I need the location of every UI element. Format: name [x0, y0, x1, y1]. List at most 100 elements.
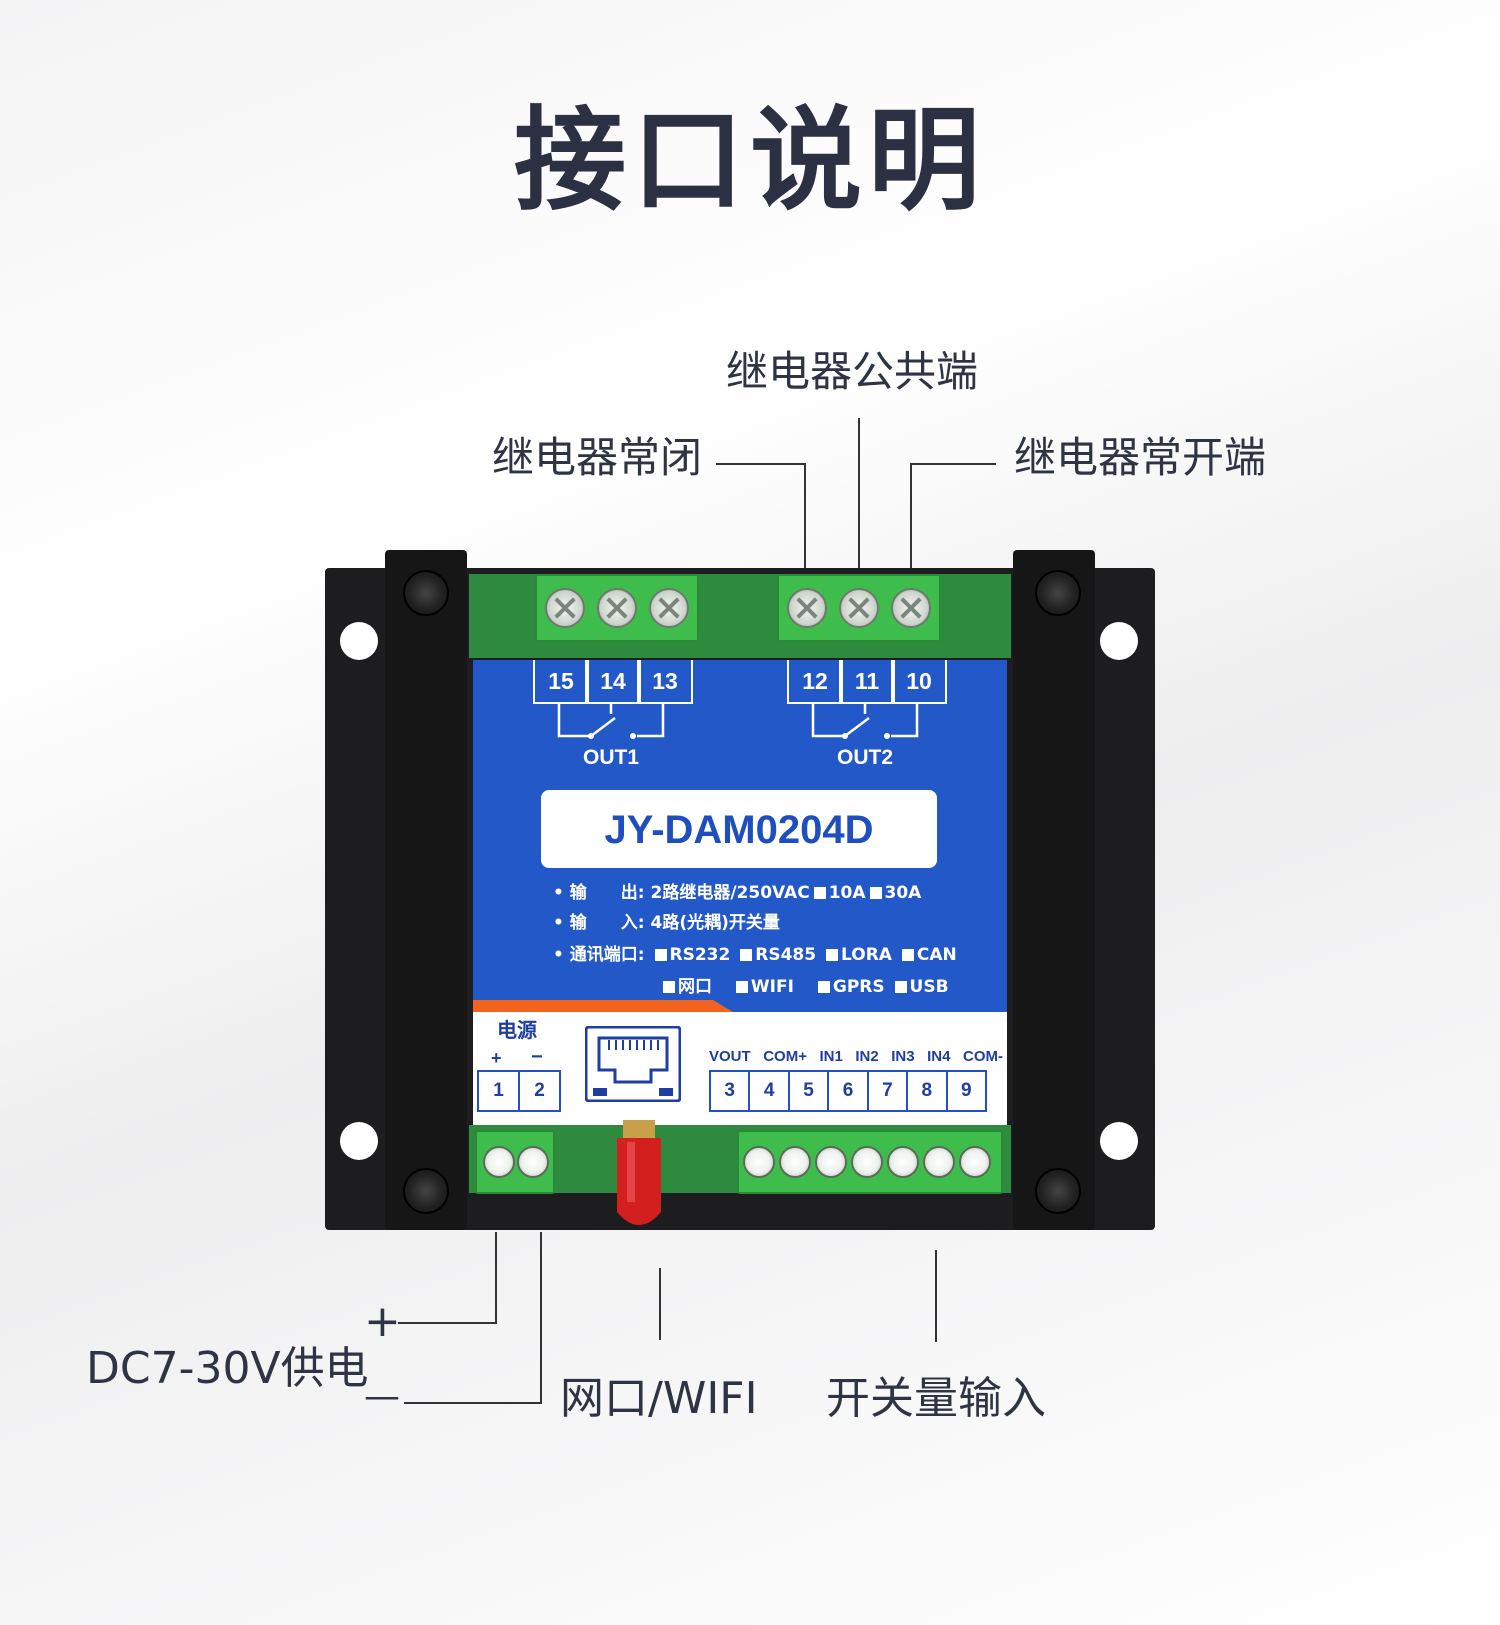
- mount-hole: [340, 1122, 378, 1160]
- terminal-screw-icon: [787, 588, 827, 628]
- io-label: COM-: [963, 1048, 1003, 1065]
- left-mount-ear: [385, 550, 467, 1230]
- spec-output-10a: 10A: [828, 883, 866, 903]
- terminal-number: 5: [787, 1072, 827, 1110]
- io-label: VOUT: [709, 1048, 751, 1065]
- comm-ethernet: 网口: [678, 977, 712, 997]
- io-module-device: 15 14 13 12 11 10 OUT1 OUT2 JY-DAM0204: [325, 550, 1155, 1230]
- spec-output-row: • 输 出: 2路继电器/250VAC 10A 30A: [553, 878, 921, 903]
- io-terminal-labels: 3 4 5 6 7 8 9: [709, 1070, 987, 1112]
- terminal-screw-icon: [649, 588, 689, 628]
- out1-terminal-block: [535, 574, 699, 642]
- io-label: IN3: [891, 1048, 915, 1065]
- io-labels-row: VOUT COM+ IN1 IN2 IN3 IN4 COM-: [709, 1048, 1003, 1065]
- io-label: COM+: [763, 1048, 807, 1065]
- mount-hole: [340, 622, 378, 660]
- comm-rs485: RS485: [755, 945, 817, 965]
- relay-no-callout: 继电器常开端: [1014, 433, 1267, 482]
- terminal-screw-icon: [851, 1146, 883, 1178]
- terminal-number: 4: [748, 1072, 787, 1110]
- relay-nc-callout: 继电器常闭: [492, 433, 703, 482]
- out2-terminal-number: 11: [839, 660, 895, 704]
- relay-common-callout: 继电器公共端: [726, 347, 979, 396]
- power-plus-leader-h: [398, 1322, 497, 1324]
- terminal-number: 1: [493, 1080, 504, 1101]
- power-minus-leader-v: [540, 1232, 542, 1404]
- terminal-screw-icon: [483, 1146, 515, 1178]
- spec-input-label: • 输 入:: [553, 913, 645, 933]
- spec-comm-row: • 通讯端口: RS232 RS485 LORA CAN: [553, 940, 957, 965]
- out1-terminal-number: 14: [585, 660, 641, 704]
- net-wifi-callout: 网口/WIFI: [560, 1373, 758, 1424]
- spec-input-row: • 输 入: 4路(光耦)开关量: [553, 908, 780, 933]
- comm-lora: LORA: [841, 945, 892, 965]
- out1-terminal-number: 13: [637, 660, 693, 704]
- spec-output-30a: 30A: [884, 883, 922, 903]
- comm-usb: USB: [909, 977, 949, 997]
- spec-output-label: • 输 出:: [553, 883, 645, 903]
- terminal-screw-icon: [891, 588, 931, 628]
- power-terminal-block: [475, 1130, 555, 1194]
- spec-output-value: 2路继电器/250VAC: [650, 883, 810, 903]
- screw-icon: [1035, 570, 1081, 616]
- page-title: 接口说明: [514, 96, 986, 226]
- right-mount-ear: [1013, 550, 1095, 1230]
- terminal-number: 8: [906, 1072, 945, 1110]
- antenna-leader: [659, 1268, 661, 1340]
- relay-nc-leader-v: [804, 463, 806, 570]
- antenna-connector-icon: [617, 1120, 661, 1225]
- spec-comm-label: • 通讯端口:: [553, 945, 645, 965]
- terminal-number: 6: [827, 1072, 866, 1110]
- io-label: IN1: [819, 1048, 843, 1065]
- out2-terminal-number: 10: [891, 660, 947, 704]
- power-label: 电源: [497, 1020, 537, 1042]
- terminal-screw-icon: [887, 1146, 919, 1178]
- comm-can: CAN: [916, 945, 957, 965]
- out2-label: OUT2: [837, 746, 894, 769]
- power-plus-leader-v: [495, 1232, 497, 1324]
- comm-rs232: RS232: [669, 945, 731, 965]
- power-minus-sign: −: [531, 1046, 543, 1068]
- mount-hole: [1100, 1122, 1138, 1160]
- switch-input-leader: [935, 1250, 937, 1342]
- terminal-screw-icon: [545, 588, 585, 628]
- io-label: IN2: [855, 1048, 879, 1065]
- front-label-panel: 15 14 13 12 11 10 OUT1 OUT2 JY-DAM0204: [473, 660, 1007, 1125]
- terminal-screw-icon: [959, 1146, 991, 1178]
- panel-bottom-area: 电源 + − 1 2 VOUT COM+: [473, 1012, 1007, 1125]
- power-plus-callout: +: [364, 1296, 401, 1347]
- out2-terminal-block: [777, 574, 941, 642]
- io-terminal-block: [737, 1130, 1003, 1194]
- relay-nc-leader-h: [716, 463, 806, 465]
- screw-icon: [403, 570, 449, 616]
- terminal-screw-icon: [923, 1146, 955, 1178]
- spec-input-value: 4路(光耦)开关量: [650, 913, 780, 933]
- terminal-screw-icon: [839, 588, 879, 628]
- io-label: IN4: [927, 1048, 951, 1065]
- power-terminal-labels: 1 2: [477, 1070, 561, 1112]
- terminal-screw-icon: [597, 588, 637, 628]
- power-plus-sign: +: [491, 1048, 502, 1068]
- terminal-screw-icon: [779, 1146, 811, 1178]
- comm-wifi: WIFI: [750, 977, 794, 997]
- terminal-screw-icon: [815, 1146, 847, 1178]
- comm-gprs: GPRS: [832, 977, 885, 997]
- model-name: JY-DAM0204D: [541, 790, 937, 868]
- spec-comm-row2: 网口 WIFI GPRS USB: [659, 972, 949, 997]
- screw-icon: [1035, 1168, 1081, 1214]
- out1-label: OUT1: [583, 746, 640, 769]
- out1-terminal-number: 15: [533, 660, 589, 704]
- terminal-number: 9: [945, 1072, 985, 1110]
- ethernet-port-icon: [585, 1026, 681, 1102]
- out2-terminal-number: 12: [787, 660, 843, 704]
- relay-common-leader: [858, 418, 860, 570]
- power-minus-callout: —: [364, 1376, 400, 1417]
- switch-input-callout: 开关量输入: [826, 1373, 1046, 1424]
- screw-icon: [403, 1168, 449, 1214]
- dc-power-callout: DC7-30V供电: [86, 1343, 369, 1394]
- terminal-number: 7: [866, 1072, 906, 1110]
- terminal-number: 3: [724, 1080, 735, 1101]
- mount-hole: [1100, 622, 1138, 660]
- relay-no-leader-v: [910, 463, 912, 570]
- terminal-screw-icon: [743, 1146, 775, 1178]
